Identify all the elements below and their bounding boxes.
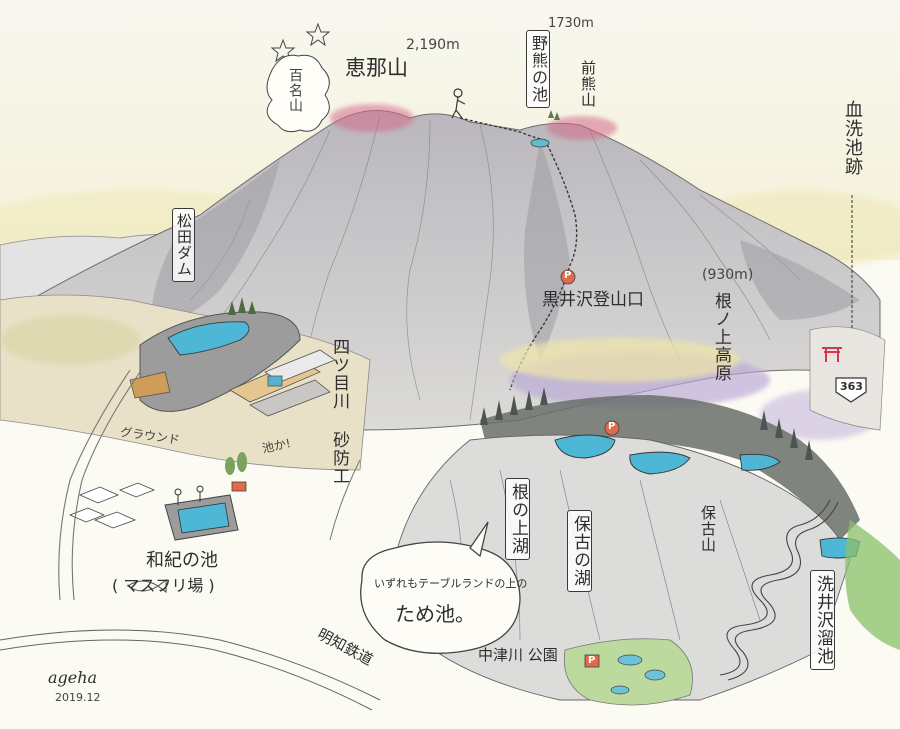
dark-shading bbox=[150, 140, 860, 360]
nenoue-kogen-label: 根ノ上高原 bbox=[711, 292, 731, 382]
torii-gate bbox=[822, 347, 842, 362]
araizawa-label: 洗井沢溜池 bbox=[810, 570, 835, 670]
olive-wash-left bbox=[0, 315, 140, 365]
small-lake-right bbox=[739, 453, 781, 471]
trailhead-label: 黒井沢登山口 bbox=[542, 290, 644, 310]
village-houses bbox=[68, 482, 156, 529]
callout-tail bbox=[469, 521, 489, 558]
ena-badge: 百名山 bbox=[287, 68, 303, 113]
wakino-pond-water bbox=[177, 502, 230, 534]
matsuda-dam-water bbox=[167, 321, 250, 356]
kumano-name: 前熊山 bbox=[579, 60, 597, 108]
signature-date: 2019.12 bbox=[55, 691, 101, 704]
pine-trees-dam bbox=[228, 297, 256, 315]
wakino-pond-label: 和紀の池 bbox=[146, 550, 218, 571]
hiker-figure bbox=[451, 88, 466, 119]
noguma-pond bbox=[530, 138, 550, 148]
red-hut bbox=[231, 481, 247, 492]
callout-line2: ため池。 bbox=[395, 602, 475, 626]
road-left-2 bbox=[71, 371, 141, 601]
route-363-label: 363 bbox=[840, 380, 863, 393]
nakatsugawa-park bbox=[563, 638, 693, 706]
ena-elevation: 2,190m bbox=[406, 37, 460, 53]
kumano-peak-glow bbox=[547, 116, 617, 140]
yellow-wash-mid bbox=[500, 338, 740, 382]
ground-patch bbox=[129, 371, 171, 399]
road-left bbox=[58, 369, 131, 601]
hoko-lake bbox=[629, 451, 691, 475]
trail-ridge bbox=[459, 117, 546, 141]
road-center bbox=[329, 459, 361, 541]
park-ponds bbox=[610, 654, 666, 695]
matsuda-dam-label: 松田ダム bbox=[172, 208, 195, 282]
ena-peak-glow bbox=[330, 104, 414, 132]
fish-icon bbox=[127, 579, 167, 593]
green-hill-right bbox=[845, 520, 900, 650]
trail-kuroizawa bbox=[509, 139, 578, 391]
chiarai-site-label: 血洗池跡 bbox=[842, 100, 863, 176]
railway-track-2 bbox=[0, 639, 373, 711]
hokoyama-label: 保古山 bbox=[699, 505, 717, 553]
pond-figures bbox=[174, 485, 204, 505]
parking-symbol-trailhead: P bbox=[564, 270, 572, 281]
badge-stars bbox=[270, 22, 331, 63]
forest-band bbox=[480, 395, 860, 540]
small-trees-peak bbox=[548, 110, 560, 120]
railway-track bbox=[0, 629, 381, 701]
sabo-label: 四ツ目川 砂防工 bbox=[329, 338, 350, 485]
ena-name: 恵那山 bbox=[345, 56, 408, 80]
artist-signature: ageha bbox=[48, 668, 98, 687]
callout-line1: いずれもテーブルランドの上の bbox=[374, 577, 528, 590]
masutsuri-label: ( マスフリ場 ) bbox=[112, 576, 215, 595]
forest-trees bbox=[480, 387, 813, 460]
hokonoko-label: 保古の湖 bbox=[567, 510, 592, 592]
kumano-elevation: 1730m bbox=[548, 16, 594, 31]
park-parking-box bbox=[584, 654, 600, 668]
noguma-pond-label: 野熊の池 bbox=[526, 30, 550, 108]
parking-marker-trailhead bbox=[560, 269, 576, 285]
route-363-sign-shape bbox=[835, 377, 867, 403]
sabo-terraces bbox=[229, 349, 336, 417]
callout-bubble bbox=[360, 541, 521, 654]
winding-river-2 bbox=[727, 501, 839, 681]
nenoue-elevation: (930m) bbox=[702, 267, 754, 283]
trees-lower-left bbox=[225, 452, 247, 475]
parking-marker-plateau bbox=[604, 420, 620, 436]
nakatsugawa-park-label: 中津川 公園 bbox=[478, 646, 558, 664]
nenoueko-label: 根の上湖 bbox=[505, 478, 530, 560]
parking-symbol-plateau: P bbox=[608, 421, 616, 432]
winding-river bbox=[719, 499, 831, 676]
badge-cloud bbox=[266, 54, 330, 133]
nenoue-lake bbox=[554, 434, 616, 459]
parking-symbol-park: P bbox=[588, 655, 596, 666]
